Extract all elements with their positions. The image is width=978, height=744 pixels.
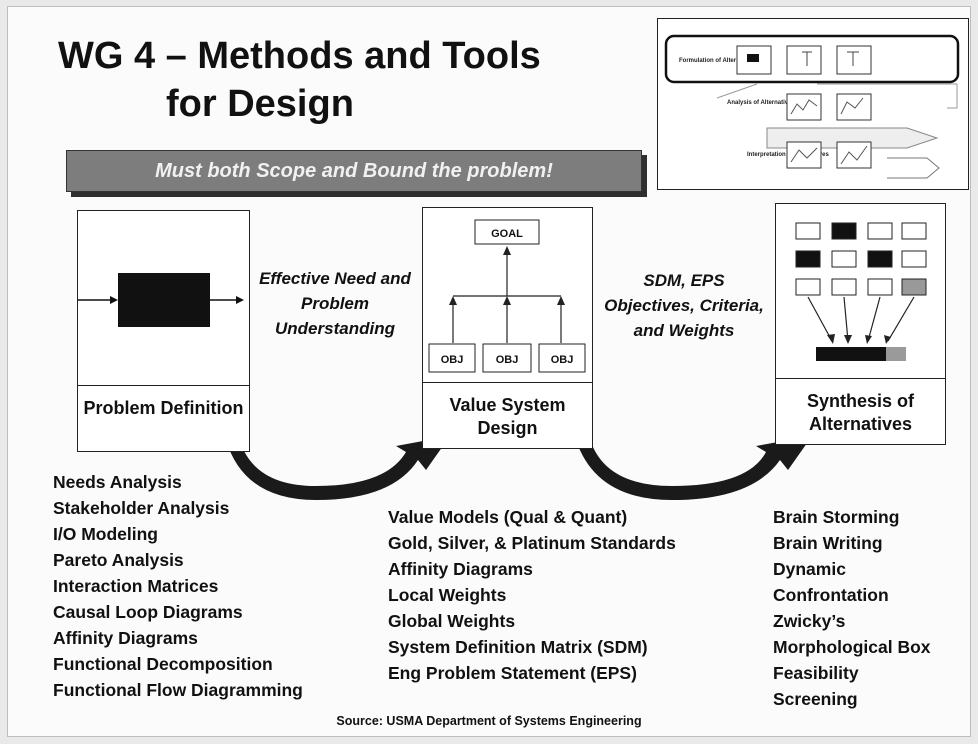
process-thumbnail: Formulation of Alternatives Analysis of … [657,18,969,190]
title-line-1: WG 4 – Methods and Tools [58,35,541,77]
arrow-label-need-understanding: Effective Need and Problem Understanding [259,269,411,338]
list-item: Feasibility [773,663,859,683]
value-methods-list: Value Models (Qual & Quant) Gold, Silver… [388,504,676,686]
list-item: Brain Writing [773,533,883,553]
list-item: Stakeholder Analysis [53,498,230,518]
list-item: Interaction Matrices [53,576,219,596]
objective-box-1: OBJ [441,354,464,366]
objective-box-2: OBJ [496,354,519,366]
title-line-2: for Design [166,83,354,125]
list-item: Eng Problem Statement (EPS) [388,663,637,683]
list-item: Local Weights [388,585,507,605]
curved-arrow-2 [576,432,812,500]
goal-box: GOAL [491,228,523,240]
list-item: Global Weights [388,611,516,631]
list-item: Confrontation [773,585,889,605]
synthesis-label: Synthesis of Alternatives [806,391,915,434]
arrow-label-objectives-criteria: SDM, EPS Objectives, Criteria, and Weigh… [604,271,764,340]
thumbnail-label-2: Analysis of Alternatives [727,100,795,106]
list-item: Value Models (Qual & Quant) [388,507,628,527]
list-item: Morphological Box [773,637,931,657]
list-item: Gold, Silver, & Platinum Standards [388,533,676,553]
list-item: Needs Analysis [53,472,182,492]
alternatives-grid-diagram [795,222,927,361]
list-item: Zwicky’s [773,611,846,631]
list-item: I/O Modeling [53,524,158,544]
synthesis-box: Synthesis of Alternatives [775,203,946,445]
synthesis-methods-list: Brain Storming Brain Writing Dynamic Con… [773,504,931,712]
thumbnail-label-1: Formulation of Alternatives [679,58,757,64]
black-box-diagram [78,273,244,327]
source-caption: Source: USMA Department of Systems Engin… [336,714,642,728]
value-system-design-label: Value System Design [449,395,566,438]
list-item: Affinity Diagrams [53,628,198,648]
value-system-design-box: GOAL OBJ OBJ OBJ Value System Design [422,207,593,449]
list-item: Dynamic [773,559,846,579]
list-item: Functional Decomposition [53,654,273,674]
list-item: Affinity Diagrams [388,559,533,579]
list-item: Functional Flow Diagramming [53,680,303,700]
list-item: System Definition Matrix (SDM) [388,637,648,657]
list-item: Pareto Analysis [53,550,184,570]
scope-banner: Must both Scope and Bound the problem! [66,150,642,192]
page-title: WG 4 – Methods and Tools for Design [58,32,678,128]
problem-definition-label: Problem Definition [83,398,244,418]
problem-definition-box: Problem Definition [77,210,250,452]
list-item: Screening [773,689,858,709]
problem-methods-list: Needs Analysis Stakeholder Analysis I/O … [53,469,303,703]
curved-arrow-1 [226,434,450,500]
objective-hierarchy-diagram: GOAL OBJ OBJ OBJ [428,219,586,373]
list-item: Causal Loop Diagrams [53,602,243,622]
objective-box-3: OBJ [551,354,574,366]
list-item: Brain Storming [773,507,900,527]
